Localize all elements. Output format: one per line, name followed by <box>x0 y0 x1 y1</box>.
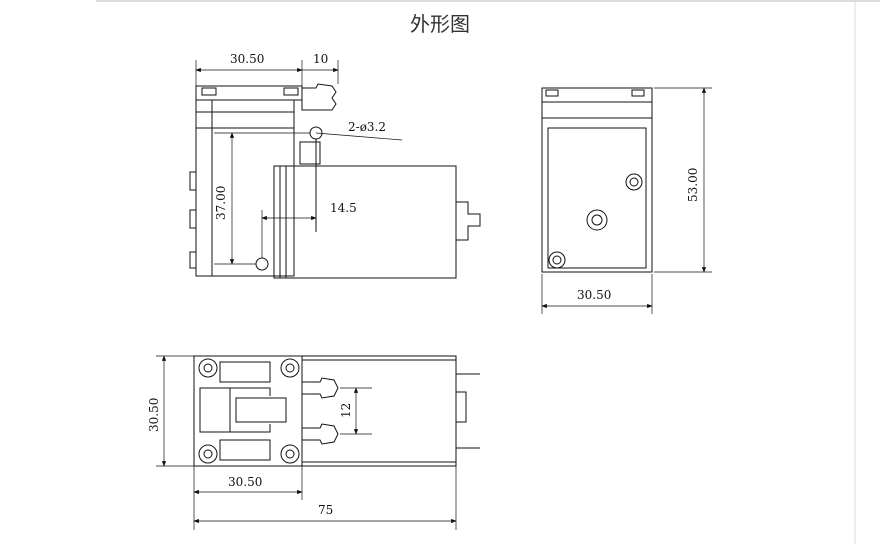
side-tab-left <box>201 87 217 96</box>
side-view: 30.50 10 2-ø3.2 37.00 14.5 <box>189 52 481 279</box>
bottom-view: 12 30.50 30.50 75 <box>147 355 480 530</box>
bottom-screw-bl <box>198 444 218 464</box>
bottom-port-lower <box>301 423 339 445</box>
front-hole-lower <box>548 251 566 269</box>
side-motor <box>273 165 457 279</box>
dim-port-spacing: 12 <box>339 403 353 418</box>
side-nozzle <box>301 83 337 111</box>
front-view: 53.00 30.50 <box>541 87 712 314</box>
dim-front-width: 30.50 <box>577 288 611 302</box>
dim-front-height: 53.00 <box>686 168 700 202</box>
dim-side-width: 30.50 <box>230 52 264 66</box>
dim-height-left: 37.00 <box>214 186 228 220</box>
mounting-hole-lower <box>255 257 269 271</box>
front-hole-center <box>586 209 608 231</box>
front-hole-upper <box>625 173 643 191</box>
side-motor-terminal <box>456 201 481 241</box>
dim-hole-spec: 2-ø3.2 <box>348 120 386 134</box>
page-title: 外形图 <box>410 12 470 36</box>
side-tab-right <box>283 87 299 96</box>
dim-motor-offset: 14.5 <box>330 201 357 215</box>
dim-bottom-width: 30.50 <box>228 475 262 489</box>
bottom-motor <box>301 355 457 467</box>
dim-nozzle-length: 10 <box>313 52 328 66</box>
dim-overall-length: 75 <box>318 503 333 517</box>
bottom-port-upper <box>301 377 339 399</box>
bottom-screw-tr <box>280 358 300 378</box>
front-body <box>541 101 653 273</box>
dim-bottom-height: 30.50 <box>147 398 161 432</box>
bottom-screw-tl <box>198 358 218 378</box>
side-pump-body <box>195 99 295 277</box>
bottom-screw-br <box>280 444 300 464</box>
